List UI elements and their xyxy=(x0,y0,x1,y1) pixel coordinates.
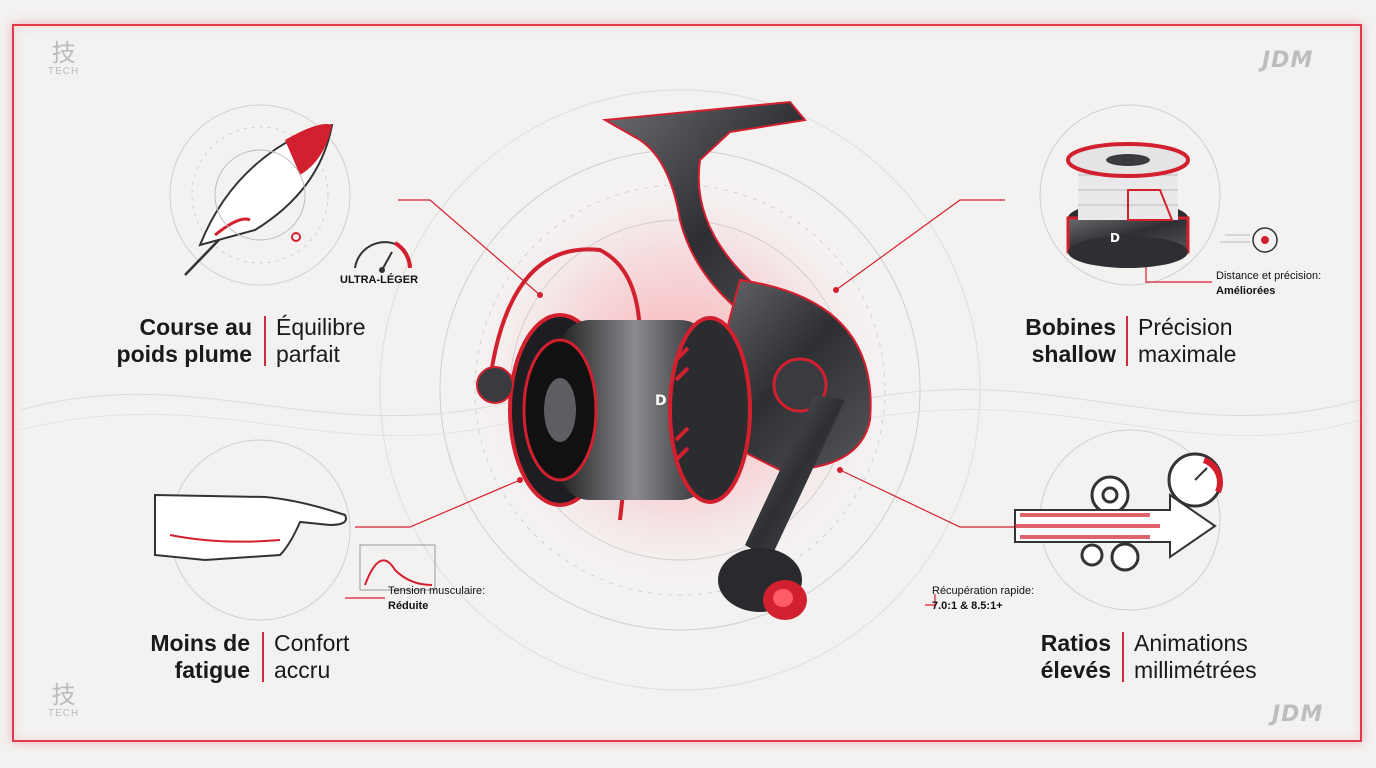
reel-logo: D xyxy=(655,393,667,409)
glow-frame xyxy=(12,24,1362,742)
spool-logo: D xyxy=(1110,231,1120,245)
recovery-annotation: Récupération rapide:7.0:1 & 8.5:1+ xyxy=(932,585,1035,612)
distance-annotation: Distance et précision:Améliorées xyxy=(1216,270,1322,297)
ultralight-label: ULTRA-LÉGER xyxy=(340,274,419,286)
brand-logo-top-right: JDM xyxy=(1262,48,1314,73)
brand-logo-bottom-right: JDM xyxy=(1272,702,1324,727)
tension-annotation: Tension musculaire:Réduite xyxy=(388,585,486,612)
